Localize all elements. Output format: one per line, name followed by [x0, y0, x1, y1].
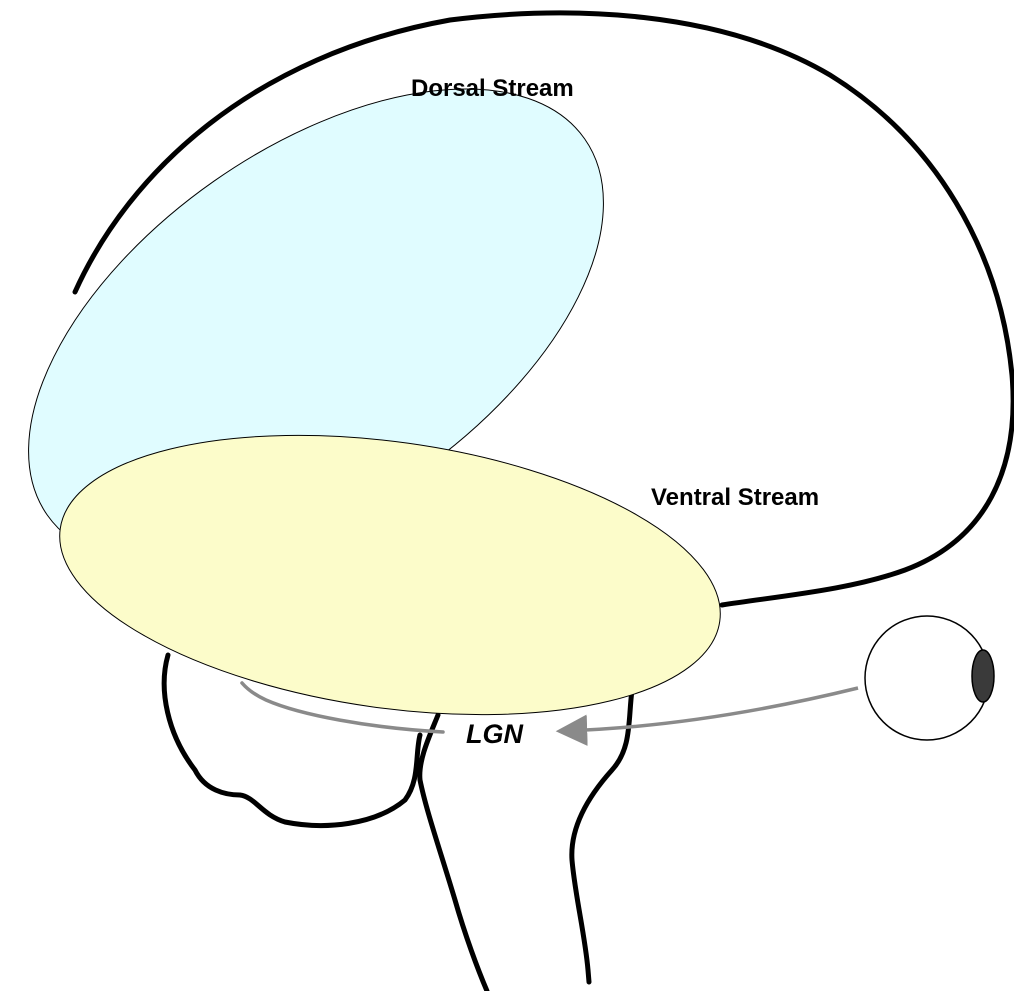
brainstem-right-edge	[572, 690, 632, 982]
dorsal-stream-label: Dorsal Stream	[411, 75, 574, 102]
ventral-stream-label: Ventral Stream	[651, 484, 819, 511]
lgn-label: LGN	[466, 719, 523, 749]
eyeball	[865, 616, 989, 740]
pupil-icon	[972, 650, 994, 702]
brainstem-left-edge	[420, 715, 487, 991]
